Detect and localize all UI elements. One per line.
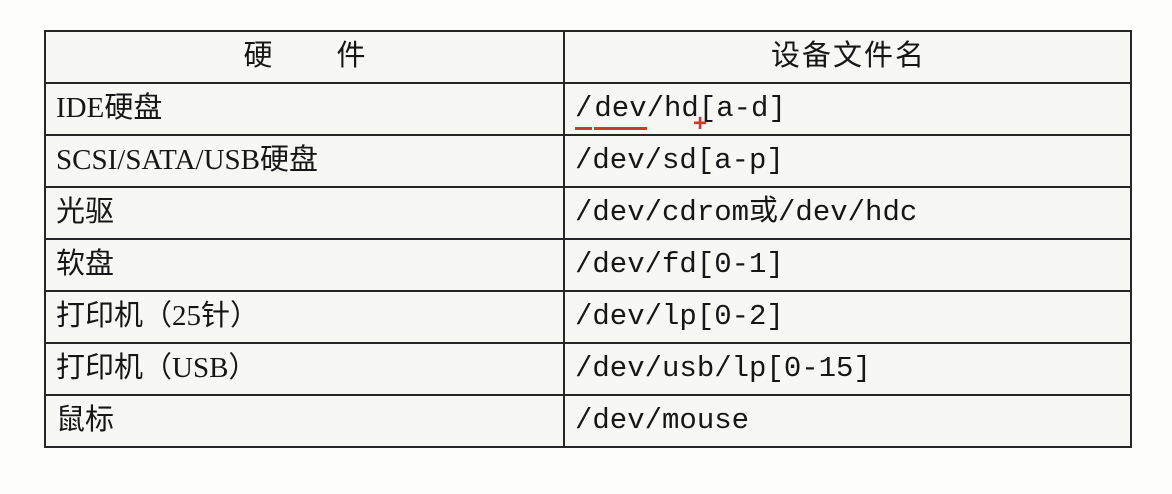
device-cell: /dev/hd+[a-d] [563, 82, 1132, 137]
device-cell: /dev/lp[0-2] [563, 290, 1132, 344]
device-text-segment: /hd [646, 91, 699, 125]
red-underline-annotation: / [575, 91, 593, 130]
table-row: 鼠标/dev/mouse [44, 394, 1132, 448]
hardware-cell: 软盘 [44, 238, 565, 292]
table-row: 打印机（USB）/dev/usb/lp[0-15] [44, 342, 1132, 396]
table-row: 光驱/dev/cdrom或/dev/hdc [44, 186, 1132, 240]
column-header-device-file-name: 设备文件名 [563, 30, 1132, 84]
hardware-cell: 光驱 [44, 186, 565, 240]
table-header-row: 硬 件 设备文件名 [44, 30, 1132, 84]
table-row: 打印机（25针）/dev/lp[0-2] [44, 290, 1132, 344]
device-cell: /dev/mouse [563, 394, 1132, 448]
device-cell: /dev/usb/lp[0-15] [563, 342, 1132, 396]
table-row: IDE硬盘/dev/hd+[a-d] [44, 82, 1132, 137]
hardware-cell: SCSI/SATA/USB硬盘 [44, 134, 565, 188]
device-cell: /dev/cdrom或/dev/hdc [563, 186, 1132, 240]
column-header-hardware: 硬 件 [44, 30, 565, 84]
red-underline-annotation: dev [594, 91, 647, 130]
device-cell: /dev/sd[a-p] [563, 134, 1132, 188]
device-text-segment: [a-d] [698, 91, 786, 125]
table-row: 软盘/dev/fd[0-1] [44, 238, 1132, 292]
table-body: IDE硬盘/dev/hd+[a-d]SCSI/SATA/USB硬盘/dev/sd… [44, 82, 1132, 448]
device-file-table: 硬 件 设备文件名 IDE硬盘/dev/hd+[a-d]SCSI/SATA/US… [44, 30, 1132, 448]
device-cell: /dev/fd[0-1] [563, 238, 1132, 292]
hardware-cell: 打印机（USB） [44, 342, 565, 396]
hardware-cell: IDE硬盘 [44, 82, 565, 136]
table-row: SCSI/SATA/USB硬盘/dev/sd[a-p] [44, 134, 1132, 188]
hardware-cell: 打印机（25针） [44, 290, 565, 344]
hardware-cell: 鼠标 [44, 394, 565, 448]
